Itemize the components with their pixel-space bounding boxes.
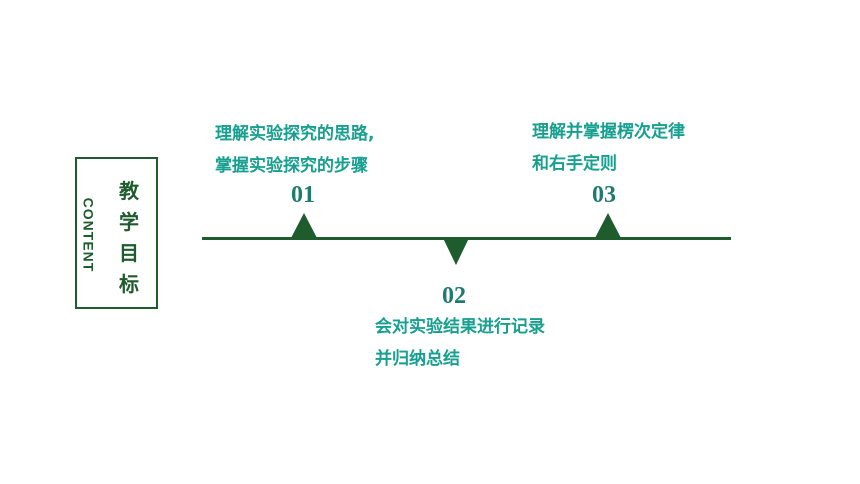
item-02-line: 会对实验结果进行记录 — [375, 317, 545, 337]
item-02-marker-down-triangle — [443, 238, 469, 265]
item-03-description: 理解并掌握楞次定律 和右手定则 — [532, 116, 685, 180]
item-02-line: 并归纳总结 — [375, 349, 460, 369]
item-01-line: 理解实验探究的思路, — [215, 124, 375, 144]
item-01-number: 01 — [291, 182, 315, 208]
item-03-marker-up-triangle — [595, 213, 621, 238]
section-title-char: 教 — [119, 179, 139, 203]
section-title-char: 目 — [119, 241, 139, 265]
item-02-description: 会对实验结果进行记录 并归纳总结 — [375, 311, 545, 375]
item-03-line: 和右手定则 — [532, 154, 617, 174]
content-label: CONTENT — [77, 190, 99, 280]
section-title-char: 学 — [119, 210, 139, 234]
section-title-char: 标 — [119, 272, 139, 296]
item-03-line: 理解并掌握楞次定律 — [532, 122, 685, 142]
content-label-text: CONTENT — [80, 197, 97, 273]
section-title: 教 学 目 标 — [118, 176, 140, 300]
title-frame — [75, 157, 158, 309]
item-03-number: 03 — [592, 182, 616, 208]
item-01-line: 掌握实验探究的步骤 — [215, 156, 368, 176]
item-01-description: 理解实验探究的思路, 掌握实验探究的步骤 — [215, 118, 374, 182]
item-02-number: 02 — [442, 283, 466, 309]
item-01-marker-up-triangle — [291, 213, 317, 238]
